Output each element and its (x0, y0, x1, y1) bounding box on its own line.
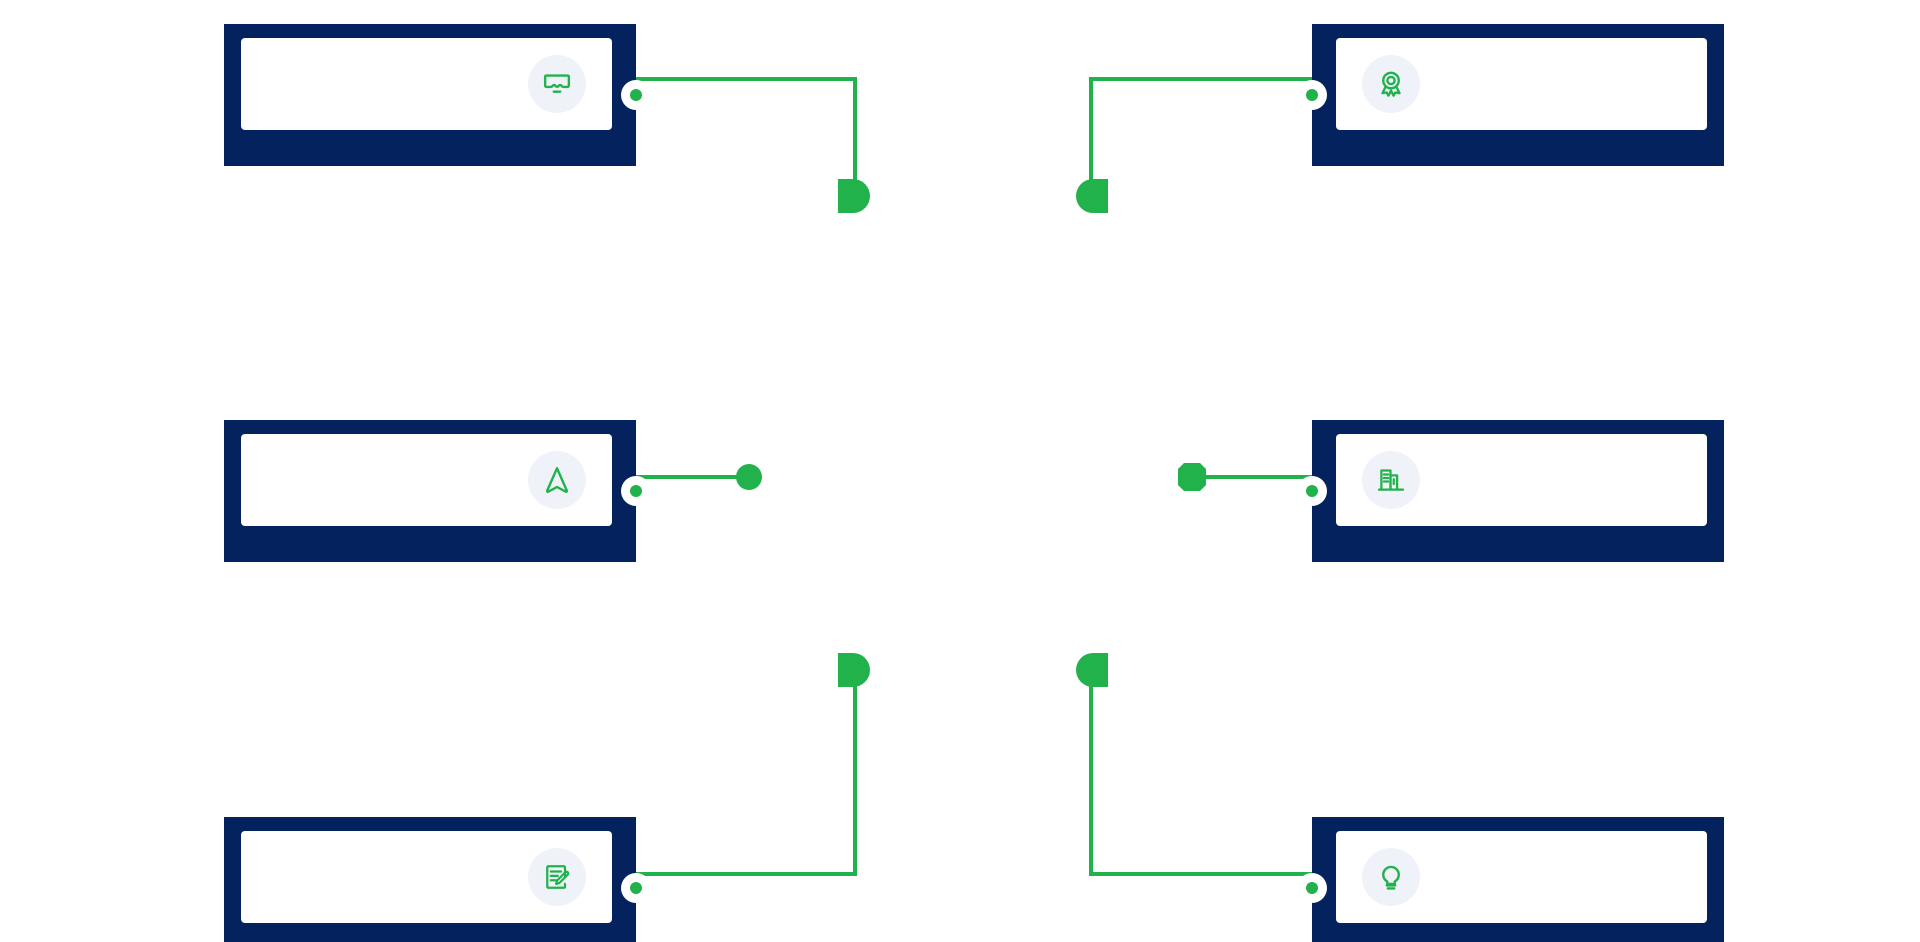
document-edit-icon (528, 848, 586, 906)
connection-port-left[interactable] (1297, 80, 1327, 110)
node-card (1336, 434, 1707, 526)
endpoint-display-out[interactable] (838, 179, 870, 213)
endpoint-document-out[interactable] (838, 653, 870, 687)
node-building[interactable] (1297, 420, 1724, 562)
node-award[interactable] (1297, 24, 1724, 166)
endpoint-building-in[interactable] (1178, 463, 1206, 491)
award-ribbon-icon (1362, 55, 1420, 113)
connection-port-left[interactable] (1297, 476, 1327, 506)
connection-port-right[interactable] (621, 80, 651, 110)
connection-port-right[interactable] (621, 873, 651, 903)
connector-award-in (1089, 77, 1312, 196)
monitor-icon (528, 55, 586, 113)
connector-display-out (636, 77, 857, 196)
connection-port-left[interactable] (1297, 873, 1327, 903)
office-building-icon (1362, 451, 1420, 509)
navigation-arrow-icon (528, 451, 586, 509)
node-card (1336, 831, 1707, 923)
node-card (241, 38, 612, 130)
endpoint-award-in[interactable] (1076, 179, 1108, 213)
node-card (241, 434, 612, 526)
node-navigation[interactable] (224, 420, 651, 562)
endpoint-idea-in[interactable] (1076, 653, 1108, 687)
connector-document-out (636, 672, 857, 876)
node-display[interactable] (224, 24, 651, 166)
node-card (1336, 38, 1707, 130)
node-document-edit[interactable] (224, 817, 651, 942)
connector-idea-in (1089, 672, 1312, 876)
node-card (241, 831, 612, 923)
connection-port-right[interactable] (621, 476, 651, 506)
node-idea[interactable] (1297, 817, 1724, 942)
endpoint-navigation-out[interactable] (736, 464, 762, 490)
lightbulb-icon (1362, 848, 1420, 906)
